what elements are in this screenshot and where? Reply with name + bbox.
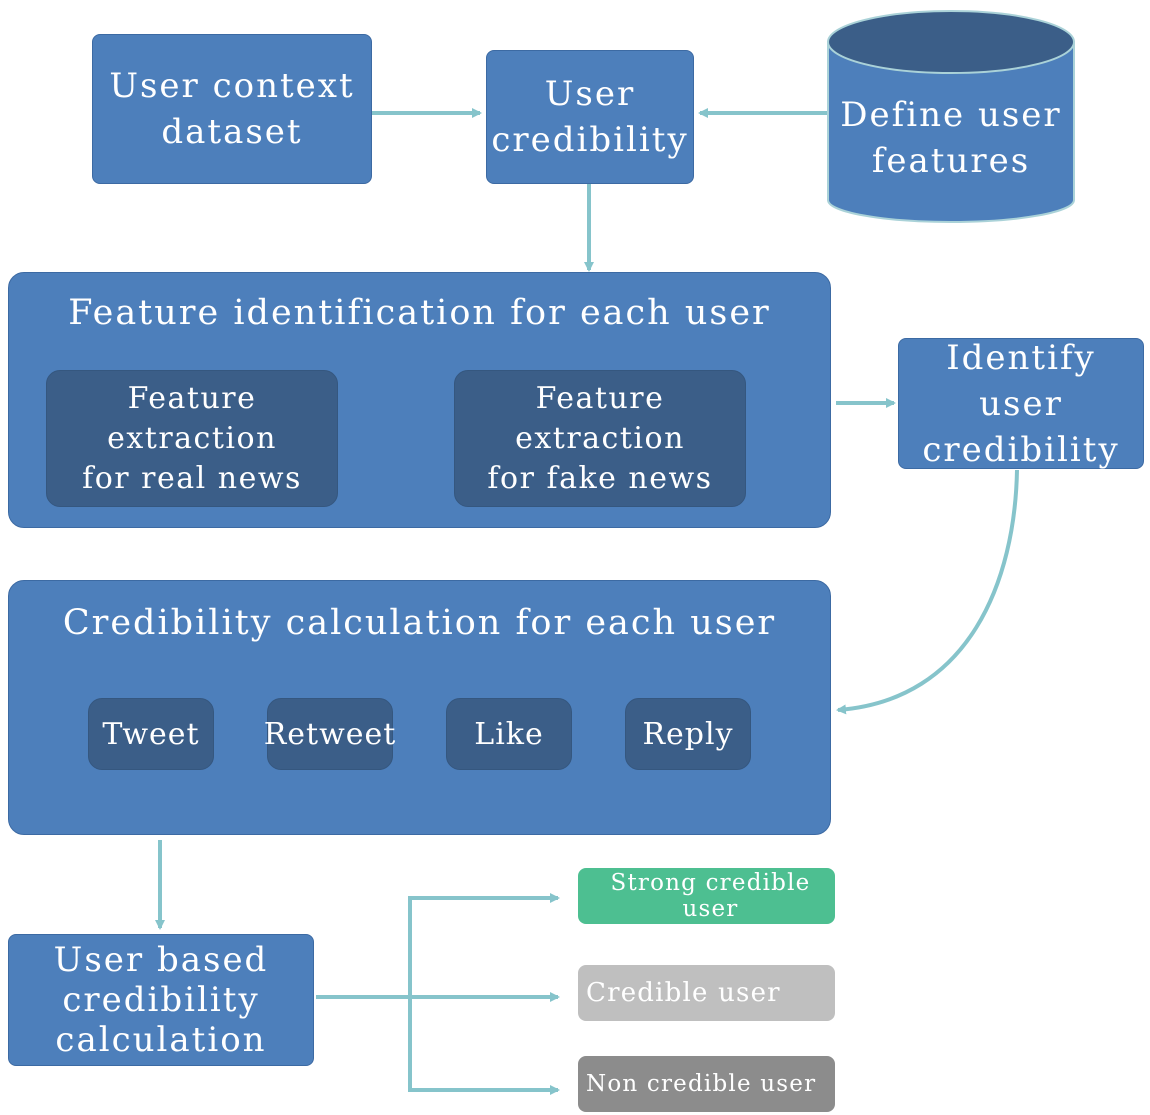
arrow-branch-strong [408,893,560,997]
non-credible-user-node: Non credible user [578,1056,835,1112]
reply-node: Reply [625,698,751,770]
feature-identification-title: Feature identification for each user [68,293,771,333]
feature-extraction-fake-node: Feature extraction for fake news [454,370,746,507]
tweet-node: Tweet [88,698,214,770]
arrow-identify-to-calculation [836,469,1019,715]
credible-user-node: Credible user [578,965,835,1021]
define-user-features-node: Define user features [840,95,1062,181]
arrow-branch-non-credible [408,997,560,1095]
feature-extraction-real-node: Feature extraction for real news [46,370,338,507]
strong-credible-user-node: Strong credible user [578,868,835,924]
credibility-calculation-title: Credibility calculation for each user [62,603,777,643]
identify-user-credibility-node: Identify user credibility [898,338,1144,470]
user-context-dataset-node: User context dataset [92,34,372,184]
user-credibility-node: User credibility [486,50,694,184]
database-cylinder-icon [827,10,1075,223]
credibility-calculation-panel: Credibility calculation for each user Tw… [8,580,831,835]
retweet-node: Retweet [264,698,395,770]
like-node: Like [446,698,572,770]
feature-identification-panel: Feature identification for each user Fea… [8,272,831,528]
user-based-credibility-node: User based credibility calculation [8,934,314,1066]
